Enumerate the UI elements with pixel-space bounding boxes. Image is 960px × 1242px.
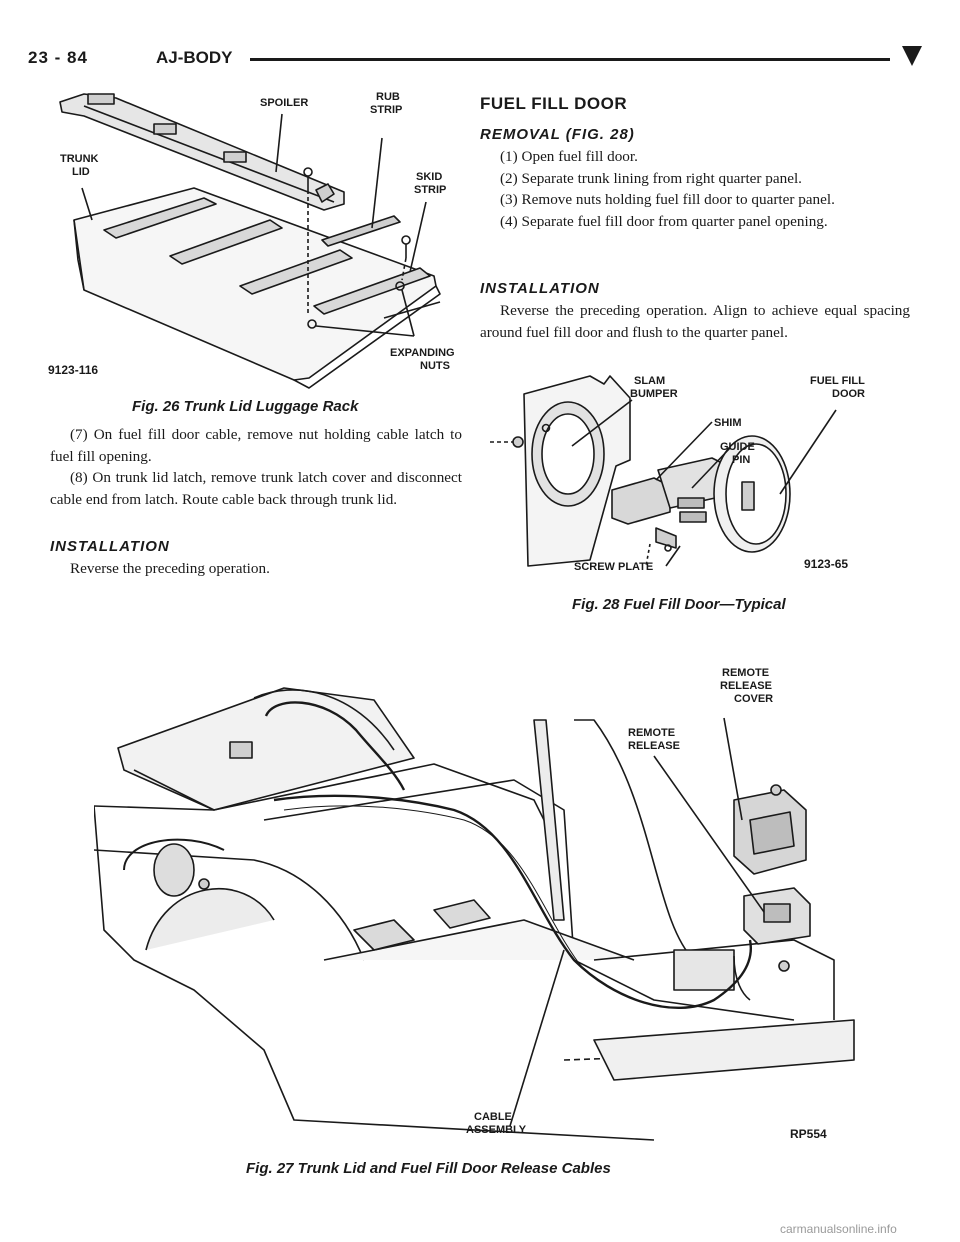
label-guide-pin-2: PIN [732, 454, 750, 466]
step-8-text: (8) On trunk lid latch, remove trunk lat… [50, 469, 462, 508]
figure-28-drawing: SLAM BUMPER SHIM GUIDE PIN FUEL FILL DOO… [490, 375, 865, 573]
figure-28-fuel-fill-door: SLAM BUMPER SHIM GUIDE PIN FUEL FILL DOO… [480, 370, 900, 584]
fig-28-caption: Fig. 28 Fuel Fill Door—Typical [572, 596, 786, 613]
label-fuel-fill-2: DOOR [832, 388, 865, 400]
step-7-text: (7) On fuel fill door cable, remove nut … [50, 426, 462, 465]
removal-step-2: (2) Separate trunk lining from right qua… [500, 169, 802, 187]
label-expanding-nuts-2: NUTS [420, 360, 450, 372]
figure-26-trunk-lid-luggage-rack: SPOILER RUB STRIP TRUNK LID SKID STRIP E… [44, 80, 464, 396]
label-trunk-lid-1: TRUNK [60, 153, 99, 165]
label-slam-1: SLAM [634, 375, 665, 387]
figure-id-9123-116: 9123-116 [48, 363, 98, 377]
fig-26-caption: Fig. 26 Trunk Lid Luggage Rack [132, 398, 359, 415]
removal-heading: REMOVAL (FIG. 28) [480, 126, 635, 143]
label-remote-release-cover-2: RELEASE [720, 680, 772, 692]
triangle-marker-icon [902, 46, 922, 66]
page-header: 23 - 84 AJ-BODY [28, 44, 928, 70]
label-remote-release-1: REMOTE [628, 727, 675, 739]
label-slam-2: BUMPER [630, 388, 678, 400]
label-spoiler: SPOILER [260, 97, 308, 109]
right-installation-text-block: Reverse the preceding operation. Align t… [480, 300, 910, 343]
label-remote-release-cover-3: COVER [734, 693, 773, 705]
watermark-text: carmanualsonline.info [780, 1222, 897, 1236]
header-rule [250, 58, 890, 61]
right-installation-text: Reverse the preceding operation. Align t… [480, 302, 910, 341]
figure-27-release-cables: REMOTE RELEASE COVER REMOTE RELEASE CABL… [94, 660, 874, 1150]
removal-step-1: (1) Open fuel fill door. [500, 148, 638, 165]
figure-id-9123-65: 9123-65 [804, 557, 848, 571]
removal-steps: (1) Open fuel fill door. (2) Separate tr… [480, 146, 910, 232]
label-trunk-lid-2: LID [72, 166, 90, 178]
right-installation-heading: INSTALLATION [480, 280, 600, 297]
label-skid-strip-1: SKID [416, 171, 442, 183]
figure-26-drawing: SPOILER RUB STRIP TRUNK LID SKID STRIP E… [48, 91, 455, 389]
removal-step-3: (3) Remove nuts holding fuel fill door t… [500, 191, 835, 208]
label-shim: SHIM [714, 417, 742, 429]
removal-step-4: (4) Separate fuel fill door from quarter… [500, 212, 828, 230]
label-rub-strip-2: STRIP [370, 104, 402, 116]
left-installation-heading: INSTALLATION [50, 538, 170, 555]
fuel-fill-door-heading: FUEL FILL DOOR [480, 94, 628, 113]
label-cable-assembly-1: CABLE [474, 1111, 512, 1123]
section-title: AJ-BODY [156, 48, 233, 67]
page-number: 23 - 84 [28, 48, 88, 67]
label-rub-strip-1: RUB [376, 91, 400, 103]
figure-id-rp554: RP554 [790, 1127, 827, 1141]
left-column-text: (7) On fuel fill door cable, remove nut … [50, 424, 462, 510]
label-screw-plate: SCREW PLATE [574, 561, 653, 573]
fig-27-caption: Fig. 27 Trunk Lid and Fuel Fill Door Rel… [246, 1160, 611, 1177]
label-expanding-nuts-1: EXPANDING [390, 347, 455, 359]
figure-27-drawing: REMOTE RELEASE COVER REMOTE RELEASE CABL… [94, 667, 855, 1141]
label-guide-pin-1: GUIDE [720, 441, 755, 453]
left-installation-text-block: Reverse the preceding operation. [50, 558, 462, 580]
left-installation-text: Reverse the preceding operation. [70, 560, 270, 577]
label-skid-strip-2: STRIP [414, 184, 446, 196]
label-remote-release-2: RELEASE [628, 740, 680, 752]
label-remote-release-cover-1: REMOTE [722, 667, 769, 679]
label-cable-assembly-2: ASSEMBLY [466, 1124, 527, 1136]
label-fuel-fill-1: FUEL FILL [810, 375, 865, 387]
